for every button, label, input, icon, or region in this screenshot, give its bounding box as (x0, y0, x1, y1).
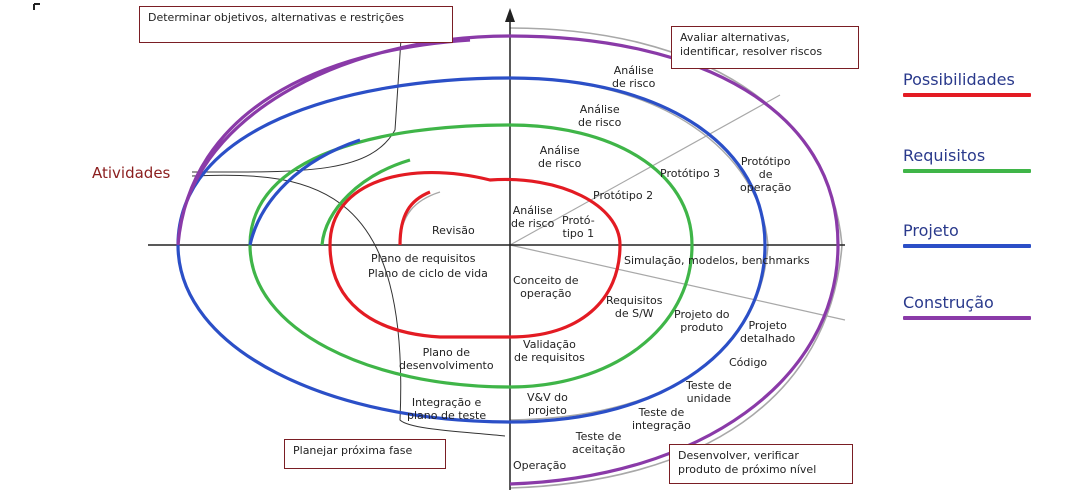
label-risk-analysis-1-l2: de risco (511, 217, 555, 230)
legend-swatch-requisitos (903, 169, 1031, 173)
label-prototype-1-l1: Protó- (562, 214, 595, 227)
spiral-purple (176, 34, 840, 486)
label-risk-analysis-1: Análise de risco (511, 204, 554, 230)
label-risk-analysis-4-l2: de risco (612, 77, 656, 90)
label-unit-test: Teste de unidade (686, 379, 732, 405)
gray-spiral-inner (399, 191, 441, 246)
box-evaluate-alternatives-line1: Avaliar alternativas, (680, 31, 790, 44)
label-risk-analysis-3: Análise de risco (578, 103, 621, 129)
box-develop-verify: Desenvolver, verificar produto de próxim… (669, 444, 853, 484)
label-design-vv-l1: V&V do (527, 391, 568, 404)
label-risk-analysis-1-l1: Análise (512, 204, 553, 217)
legend-swatch-projeto (903, 244, 1031, 248)
label-risk-analysis-4-l1: Análise (613, 64, 654, 77)
box-evaluate-alternatives: Avaliar alternativas, identificar, resol… (671, 26, 859, 69)
box-plan-next-phase: Planejar próxima fase (284, 439, 446, 469)
legend-label-possibilidades: Possibilidades (903, 70, 1015, 89)
label-requirements-validation: Validação de requisitos (514, 338, 585, 364)
label-prototype-1-l2: tipo 1 (562, 227, 595, 240)
label-sw-requirements: Requisitos de S/W (606, 294, 663, 320)
label-operational-prototype-l2: de (758, 168, 773, 181)
legend-label-construcao: Construção (903, 293, 994, 312)
label-operational-prototype-l1: Protótipo (740, 155, 791, 168)
spiral-red (328, 170, 622, 339)
label-risk-analysis-2-l2: de risco (538, 157, 582, 170)
label-detailed-design-l1: Projeto (748, 319, 787, 332)
spiral-blue (176, 76, 767, 424)
label-concept-of-operation-l2: operação (520, 287, 572, 300)
label-product-design-l2: produto (680, 321, 724, 334)
label-product-design-l1: Projeto do (674, 308, 730, 321)
label-integration-test-l1: Teste de (638, 406, 685, 419)
label-operation: Operação (513, 459, 567, 472)
label-prototype-2: Protótipo 2 (593, 189, 654, 202)
label-acceptance-test-l2: aceitação (572, 443, 626, 456)
label-risk-analysis-2: Análise de risco (538, 144, 581, 170)
box-develop-verify-line1: Desenvolver, verificar (678, 449, 799, 462)
label-risk-analysis-3-l2: de risco (578, 116, 622, 129)
label-requirements-validation-l1: Validação (523, 338, 576, 351)
label-development-plan: Plano de desenvolvimento (399, 346, 494, 372)
label-integration-test: Teste de integração (632, 406, 691, 432)
label-requirements-validation-l2: de requisitos (514, 351, 585, 364)
label-prototype-3: Protótipo 3 (660, 167, 721, 180)
label-acceptance-test-l1: Teste de (575, 430, 622, 443)
label-prototype-1: Protó- tipo 1 (562, 214, 595, 240)
legend-swatch-construcao (903, 316, 1031, 320)
legend-label-projeto: Projeto (903, 221, 959, 240)
label-integration-test-plan-l2: plano de teste (407, 409, 487, 422)
label-operational-prototype-l3: operação (740, 181, 792, 194)
box-determine-objectives-text: Determinar objetivos, alternativas e res… (148, 11, 404, 24)
legend-item-possibilidades: Possibilidades (903, 70, 1031, 97)
label-integration-test-plan: Integração e plano de teste (407, 396, 486, 422)
label-integration-test-plan-l1: Integração e (411, 396, 482, 409)
label-concept-of-operation: Conceito de operação (513, 274, 579, 300)
label-detailed-design: Projeto detalhado (740, 319, 795, 345)
box-determine-objectives: Determinar objetivos, alternativas e res… (139, 6, 453, 43)
label-operational-prototype: Protótipo de operação (740, 155, 791, 194)
label-sw-requirements-l2: de S/W (614, 307, 654, 320)
label-development-plan-l1: Plano de (422, 346, 470, 359)
box-evaluate-alternatives-line2: identificar, resolver riscos (680, 45, 823, 58)
legend-label-requisitos: Requisitos (903, 146, 986, 165)
gray-guide-lower (509, 244, 846, 321)
label-risk-analysis-2-l1: Análise (539, 144, 580, 157)
vertical-axis-arrow (505, 8, 515, 22)
label-integration-test-l2: integração (632, 419, 691, 432)
label-review: Revisão (432, 224, 475, 237)
activities-connector-bottom (191, 174, 506, 437)
corner-mark (33, 3, 40, 10)
label-risk-analysis-4: Análise de risco (612, 64, 655, 90)
label-design-vv: V&V do projeto (527, 391, 568, 417)
label-requirements-plan: Plano de requisitos (371, 252, 476, 265)
legend-swatch-possibilidades (903, 93, 1031, 97)
activities-connector-top (191, 23, 403, 173)
spiral-green (248, 123, 694, 389)
label-product-design: Projeto do produto (674, 308, 730, 334)
label-acceptance-test: Teste de aceitação (572, 430, 625, 456)
label-unit-test-l2: unidade (686, 392, 732, 405)
label-sw-requirements-l1: Requisitos (606, 294, 663, 307)
label-code: Código (729, 356, 768, 369)
label-risk-analysis-3-l1: Análise (579, 103, 620, 116)
legend-item-requisitos: Requisitos (903, 146, 1031, 173)
label-design-vv-l2: projeto (527, 404, 567, 417)
label-simulation-models: Simulação, modelos, benchmarks (624, 254, 810, 267)
box-plan-next-phase-text: Planejar próxima fase (293, 444, 413, 457)
label-detailed-design-l2: detalhado (740, 332, 796, 345)
box-develop-verify-line2: produto de próximo nível (678, 463, 817, 476)
label-lifecycle-plan: Plano de ciclo de vida (368, 267, 488, 280)
legend-item-construcao: Construção (903, 293, 1031, 320)
label-development-plan-l2: desenvolvimento (399, 359, 494, 372)
legend-item-projeto: Projeto (903, 221, 1031, 248)
label-unit-test-l1: Teste de (686, 379, 732, 392)
activities-label: Atividades (92, 164, 171, 182)
label-concept-of-operation-l1: Conceito de (513, 274, 579, 287)
gray-guide-upper (509, 94, 781, 246)
